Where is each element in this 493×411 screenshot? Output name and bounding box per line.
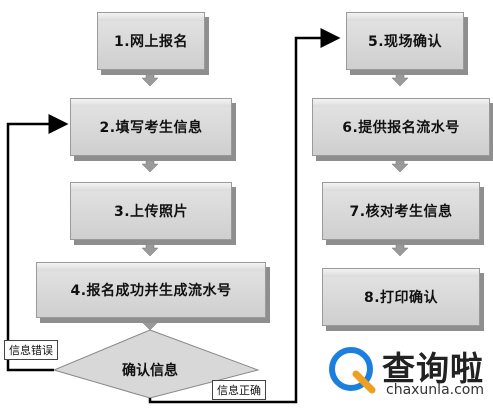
step-label: 5.现场确认 [367,34,443,50]
down-arrow-7 [391,239,409,257]
step-label: 1.网上报名 [113,34,189,50]
brand-url: chaxunla.com [386,382,484,398]
error-loop-line [6,114,69,372]
ok-path-line [148,28,341,404]
down-arrow-5 [391,69,409,87]
step-verify-info: 7.核对考生信息 [322,182,480,240]
step-label: 8.打印确认 [363,290,439,306]
step-print-confirm: 8.打印确认 [322,268,480,326]
step-online-registration: 1.网上报名 [97,12,205,70]
branch-error-label: 信息错误 [4,340,58,360]
decision-label: 确认信息 [122,363,178,379]
down-arrow-1 [141,69,159,87]
down-arrow-3 [141,239,159,257]
branch-ok-label: 信息正确 [212,380,266,400]
step-onsite-confirm: 5.现场确认 [346,12,464,70]
magnifier-q-logo-icon [329,347,376,394]
brand-watermark: 查询啦 chaxunla.com [320,338,490,404]
step-label: 2.填写考生信息 [99,120,203,136]
step-label: 6.提供报名流水号 [342,120,460,136]
step-upload-photo: 3.上传照片 [70,182,232,240]
down-arrow-6 [391,155,409,173]
step-fill-info: 2.填写考生信息 [70,98,232,156]
step-label: 7.核对考生信息 [349,204,453,220]
down-arrow-2 [141,155,159,173]
brand-name: 查询啦 [382,349,484,388]
step-label: 3.上传照片 [113,204,189,220]
step-registration-success: 4.报名成功并生成流水号 [36,262,266,318]
down-arrow-4 [141,317,159,331]
step-label: 4.报名成功并生成流水号 [70,283,232,299]
step-provide-serial: 6.提供报名流水号 [312,98,490,156]
